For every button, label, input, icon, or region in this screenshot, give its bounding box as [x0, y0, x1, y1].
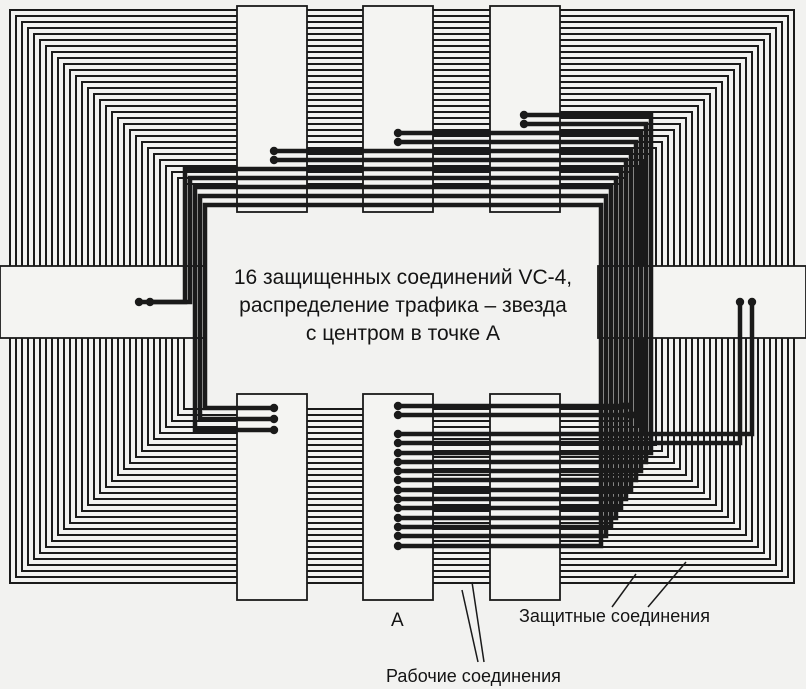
working-connection-bottom-left	[202, 202, 604, 549]
working-connection-top-right	[398, 112, 654, 456]
hub-node-label: А	[391, 610, 404, 631]
connection-endpoint	[393, 438, 403, 448]
connection-endpoint	[393, 429, 403, 439]
working-connection-top-center	[398, 139, 639, 483]
node-top-left	[236, 5, 308, 213]
connection-endpoint	[269, 425, 279, 435]
connection-endpoint	[519, 110, 529, 120]
title-line-1: 16 защищенных соединений VC-4,	[233, 266, 573, 289]
connection-endpoint	[393, 531, 403, 541]
node-top-right	[489, 5, 561, 213]
connection-endpoints	[134, 110, 757, 551]
connection-endpoint	[393, 503, 403, 513]
working-connections	[139, 112, 755, 549]
working-connection-top-center	[398, 130, 644, 474]
connection-endpoint	[621, 401, 631, 411]
connection-endpoint	[269, 414, 279, 424]
protection-connections-label: Защитные соединения	[519, 606, 710, 626]
connection-endpoint	[393, 128, 403, 138]
connection-endpoint	[269, 155, 279, 165]
working-connection-left	[139, 175, 619, 521]
connection-endpoint	[519, 119, 529, 129]
connection-endpoint	[735, 297, 745, 307]
connection-endpoint	[393, 466, 403, 476]
working-connection-top-right	[398, 121, 649, 465]
working-connection-bottom-left	[197, 193, 609, 539]
connection-endpoint	[747, 297, 757, 307]
connection-endpoint	[134, 297, 144, 307]
title-line-3: с центром в точке А	[305, 322, 501, 345]
connection-endpoint	[145, 297, 155, 307]
connection-endpoint	[393, 494, 403, 504]
title-line-2: распределение трафика – звезда	[239, 294, 567, 317]
connection-endpoint	[393, 137, 403, 147]
working-connections-label: Рабочие соединения	[386, 666, 561, 686]
working-connection-right	[398, 302, 743, 446]
connection-endpoint	[393, 485, 403, 495]
label-pointer-line	[611, 573, 637, 608]
label-pointer-line	[647, 561, 687, 608]
label-pointer-line	[471, 581, 485, 663]
label-pointers	[461, 561, 687, 663]
connection-endpoint	[269, 403, 279, 413]
connection-endpoint	[626, 410, 636, 420]
connection-endpoint	[393, 401, 403, 411]
node-bottom-left	[236, 393, 308, 601]
connection-endpoint	[393, 410, 403, 420]
connection-endpoint	[393, 457, 403, 467]
working-connection-right	[398, 302, 755, 437]
connection-endpoint	[269, 146, 279, 156]
diagram-title: 16 защищенных соединений VC-4, распредел…	[210, 264, 596, 348]
connection-endpoint	[393, 541, 403, 551]
node-top-center	[362, 5, 434, 213]
working-connection-top-left	[274, 157, 629, 502]
connection-endpoint	[393, 513, 403, 523]
connection-endpoint	[393, 448, 403, 458]
working-connection-bottom-left	[192, 184, 614, 530]
working-connection-top-left	[274, 148, 634, 493]
connection-endpoint	[393, 475, 403, 485]
label-pointer-line	[461, 589, 479, 663]
connection-endpoint	[393, 522, 403, 532]
